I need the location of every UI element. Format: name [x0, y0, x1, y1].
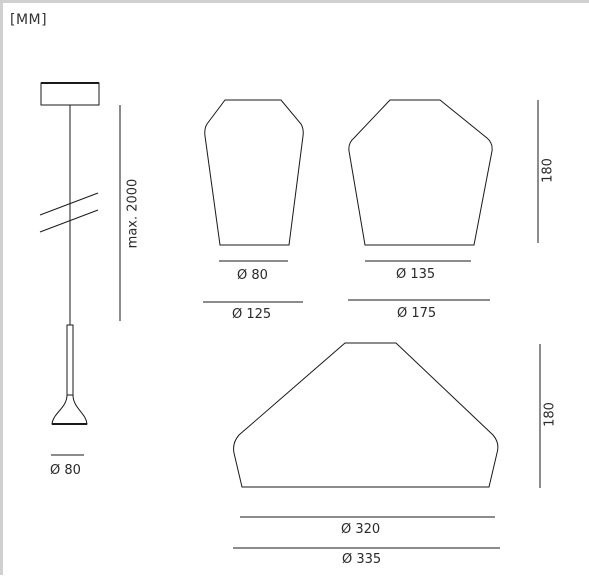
ceiling-canopy — [40, 82, 100, 106]
cable-break-line-lower — [39, 209, 99, 233]
shade-small-outline — [204, 99, 304, 246]
shade-large-outline — [233, 342, 499, 488]
shade-medium-outline — [348, 99, 493, 246]
shade-medium-top-diameter-label: Ø 135 — [396, 267, 436, 282]
shade-large-top-diameter-label: Ø 320 — [341, 522, 381, 537]
pendant-stem — [66, 324, 74, 396]
shade-large-bottom-diameter-label: Ø 335 — [342, 552, 382, 567]
technical-drawing — [39, 82, 541, 549]
pendant-max-height-label: max. 2000 — [125, 178, 141, 249]
unit-label: [MM] — [10, 12, 48, 28]
shade-large-height-label: 180 — [542, 402, 558, 427]
shade-medium-bottom-diameter-label: Ø 175 — [397, 306, 437, 321]
shade-small-top-diameter-label: Ø 80 — [237, 268, 268, 283]
shade-small-bottom-diameter-label: Ø 125 — [232, 307, 272, 322]
shade-medium-height-label: 180 — [540, 158, 556, 183]
cable-break-line-upper — [39, 192, 99, 216]
pendant-base-diameter-label: Ø 80 — [50, 463, 81, 478]
pendant-flared-base — [51, 394, 88, 425]
